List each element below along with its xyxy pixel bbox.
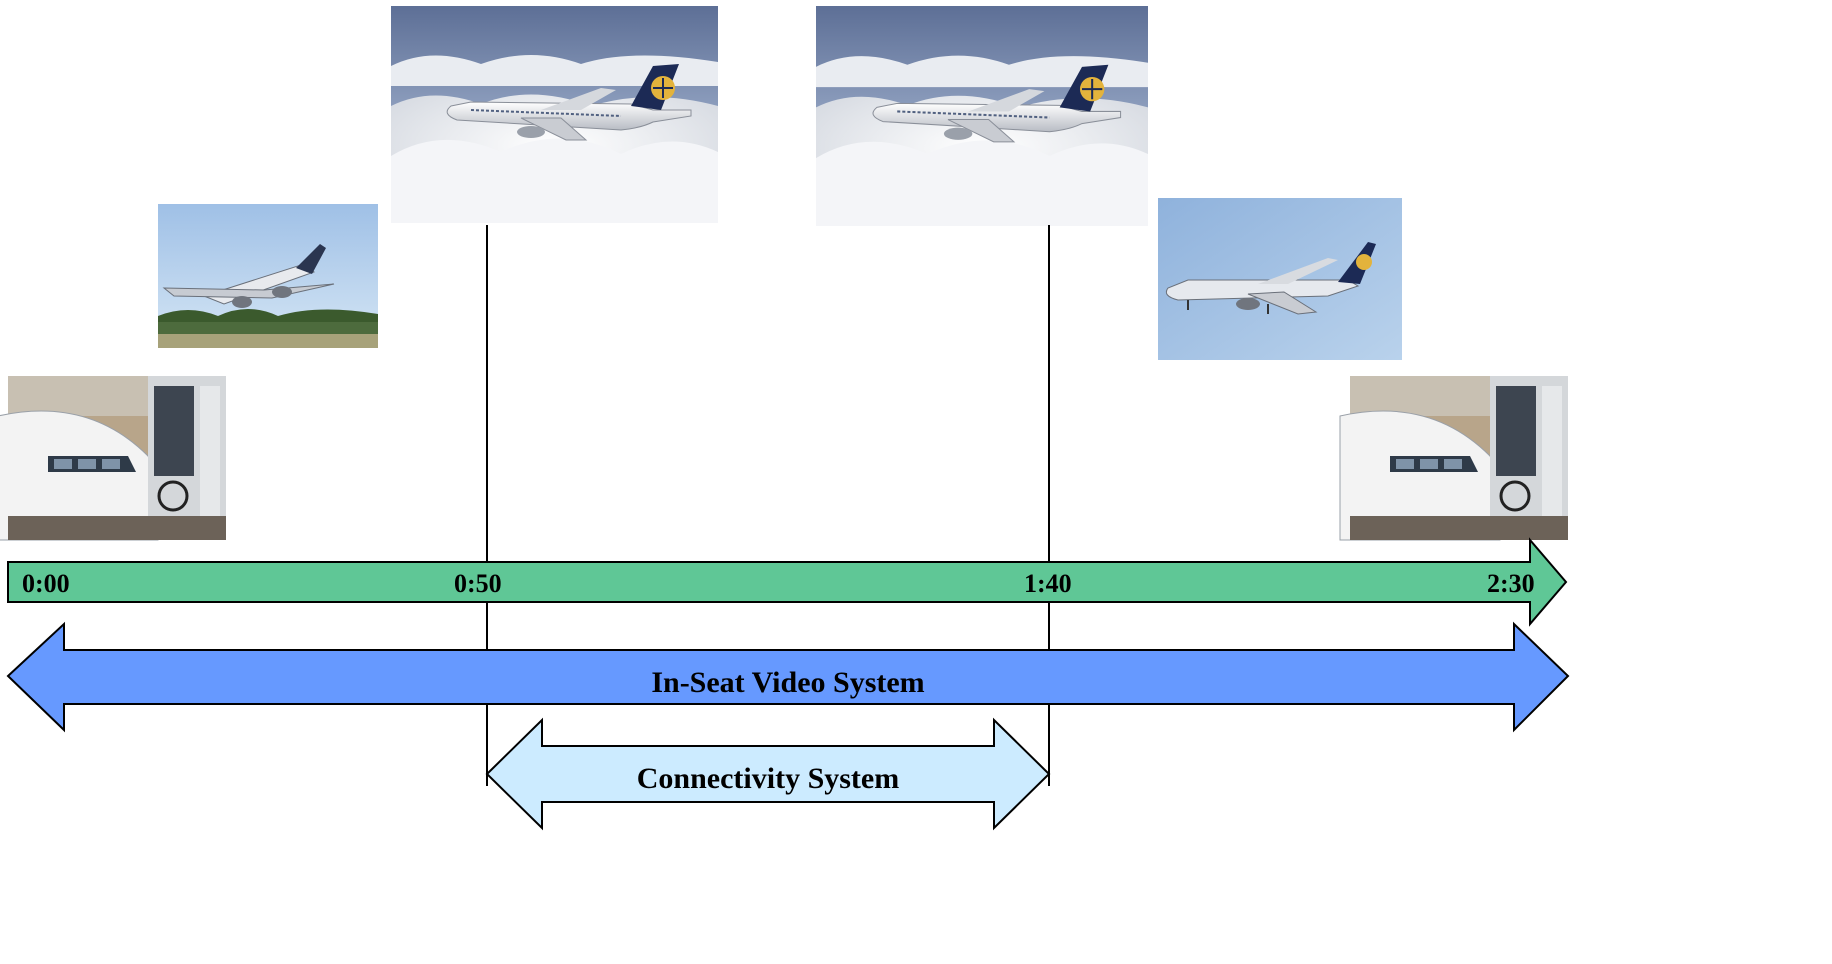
gate-photo-left	[0, 374, 228, 542]
in-seat-video-system-arrow: In-Seat Video System	[6, 621, 1570, 733]
tick-2-30: 2:30	[1487, 569, 1535, 598]
timeline-bar: 0:00 0:50 1:40 2:30	[7, 537, 1568, 627]
in-seat-video-system-label: In-Seat Video System	[651, 666, 924, 699]
cruise-photo-1	[391, 6, 718, 223]
connectivity-system-arrow: Connectivity System	[485, 717, 1051, 831]
takeoff-photo	[158, 204, 378, 348]
descent-photo	[1158, 198, 1402, 360]
tick-0-00: 0:00	[22, 569, 70, 598]
tick-1-40: 1:40	[1024, 569, 1072, 598]
gate-photo-right	[1338, 374, 1570, 542]
cruise-photo-2	[816, 6, 1148, 226]
tick-0-50: 0:50	[454, 569, 502, 598]
connectivity-system-label: Connectivity System	[637, 762, 899, 795]
